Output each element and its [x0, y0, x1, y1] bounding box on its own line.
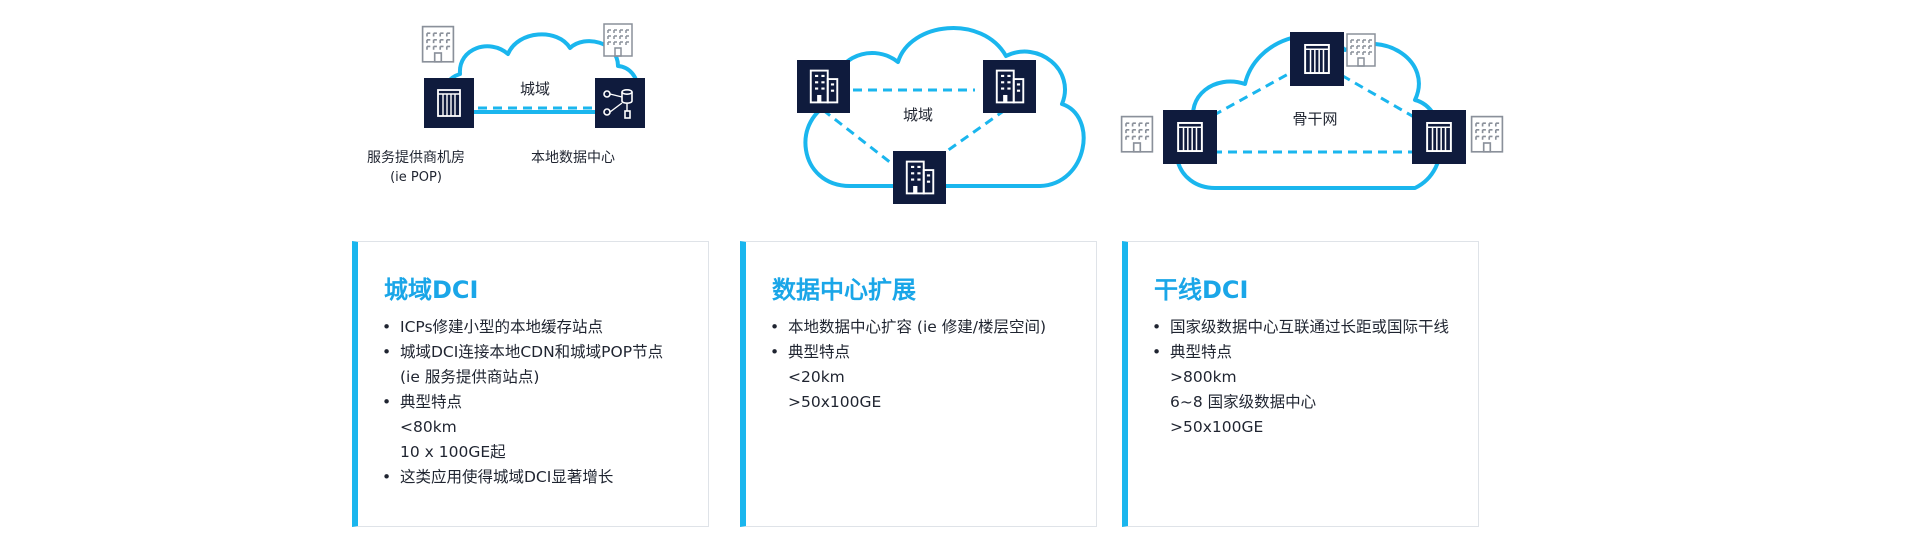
office-building-icon — [983, 60, 1036, 113]
metro-dci-card: 城域DCI ICPs修建小型的本地缓存站点 城域DCI连接本地CDN和城域POP… — [352, 241, 709, 527]
card-list: ICPs修建小型的本地缓存站点 城域DCI连接本地CDN和城域POP节点 (ie… — [382, 315, 698, 490]
list-item: 典型特点 — [770, 340, 1086, 365]
list-item: <80km — [400, 418, 457, 436]
list-item: 这类应用使得城域DCI显著增长 — [382, 465, 698, 490]
building-outline-icon — [1346, 33, 1376, 67]
list-item: >800km — [1170, 368, 1237, 386]
metro-dci-diagram: 城域 服务提供商机房 (ie POP) 本地数据中心 — [367, 0, 680, 200]
backbone-dci-card: 干线DCI 国家级数据中心互联通过长距或国际干线 典型特点 >800km 6~8… — [1122, 241, 1479, 527]
links-dashed — [822, 88, 1006, 172]
list-item: ICPs修建小型的本地缓存站点 — [382, 315, 698, 340]
list-item: <20km — [788, 368, 845, 386]
datacenter-icon — [595, 78, 645, 128]
list-item: 国家级数据中心互联通过长距或国际干线 — [1152, 315, 1468, 340]
cloud-label: 城域 — [903, 106, 933, 124]
card-list: 国家级数据中心互联通过长距或国际干线 典型特点 >800km 6~8 国家级数据… — [1152, 315, 1468, 440]
server-rack-icon — [424, 78, 474, 128]
building-outline-icon — [1470, 115, 1504, 153]
server-rack-icon — [1290, 32, 1344, 86]
dc-expansion-diagram: 城域 — [770, 0, 1086, 210]
list-item: >50x100GE — [1170, 418, 1264, 436]
building-outline-icon — [421, 25, 455, 63]
card-title: 干线DCI — [1154, 276, 1249, 304]
dc-expansion-card: 数据中心扩展 本地数据中心扩容 (ie 修建/楼层空间) 典型特点 <20km … — [740, 241, 1097, 527]
server-rack-icon — [1163, 110, 1217, 164]
list-item: 本地数据中心扩容 (ie 修建/楼层空间) — [770, 315, 1086, 340]
card-list: 本地数据中心扩容 (ie 修建/楼层空间) 典型特点 <20km >50x100… — [770, 315, 1086, 415]
card-title: 数据中心扩展 — [772, 276, 916, 304]
list-item: >50x100GE — [788, 393, 882, 411]
office-building-icon — [797, 60, 850, 113]
list-item: 10 x 100GE起 — [400, 443, 506, 461]
pop-label: 服务提供商机房 — [367, 150, 465, 166]
backbone-dci-diagram: 骨干网 — [1115, 0, 1515, 200]
cloud-icon — [441, 32, 640, 114]
local-dc-label: 本地数据中心 — [531, 150, 615, 166]
list-item: (ie 服务提供商站点) — [400, 368, 540, 386]
pop-sublabel: (ie POP) — [390, 170, 442, 185]
server-rack-icon — [1412, 110, 1466, 164]
building-outline-icon — [603, 23, 633, 57]
building-outline-icon — [1120, 115, 1154, 153]
list-item: 典型特点 — [1152, 340, 1468, 365]
list-item: 城域DCI连接本地CDN和城域POP节点 — [382, 340, 698, 365]
list-item: 6~8 国家级数据中心 — [1170, 393, 1317, 411]
list-item: 典型特点 — [382, 390, 698, 415]
card-title: 城域DCI — [384, 276, 479, 304]
cloud-label: 骨干网 — [1292, 110, 1337, 128]
office-building-icon — [893, 151, 946, 204]
cloud-label: 城域 — [520, 80, 550, 98]
